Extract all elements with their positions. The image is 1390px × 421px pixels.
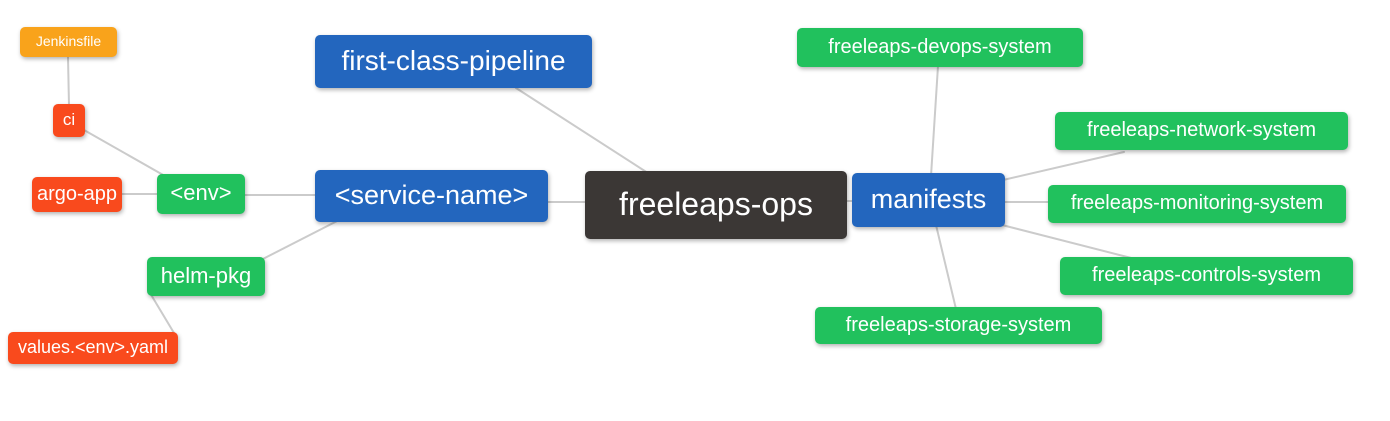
edge-service-name-to-helm-pkg	[254, 216, 346, 264]
node-label-freeleaps-devops-system: freeleaps-devops-system	[828, 35, 1052, 58]
edge-helm-pkg-to-values-env-yaml	[149, 292, 178, 339]
edge-manifests-to-freeleaps-storage-system	[935, 224, 957, 310]
node-freeleaps-storage-system[interactable]: freeleaps-storage-system	[815, 307, 1102, 344]
edge-manifests-to-freeleaps-devops-system	[930, 65, 939, 177]
node-label-first-class-pipeline: first-class-pipeline	[341, 44, 566, 76]
node-freeleaps-monitoring-system[interactable]: freeleaps-monitoring-system	[1048, 185, 1346, 223]
node-service-name[interactable]: <service-name>	[315, 170, 548, 222]
node-manifests[interactable]: manifests	[852, 173, 1005, 227]
edge-ci-to-env	[83, 129, 173, 181]
node-label-argo-app: argo-app	[36, 182, 118, 205]
node-label-ci: ci	[62, 110, 76, 129]
node-label-freeleaps-controls-system: freeleaps-controls-system	[1092, 264, 1321, 286]
node-label-env: <env>	[170, 180, 232, 205]
node-label-jenkinsfile: Jenkinsfile	[35, 33, 102, 49]
node-label-freeleaps-storage-system: freeleaps-storage-system	[845, 313, 1072, 336]
node-label-freeleaps-ops: freeleaps-ops	[619, 186, 813, 222]
node-env[interactable]: <env>	[157, 174, 245, 214]
node-label-values-env-yaml: values.<env>.yaml	[17, 337, 169, 357]
node-ci[interactable]: ci	[53, 104, 85, 137]
node-label-freeleaps-monitoring-system: freeleaps-monitoring-system	[1070, 192, 1324, 214]
node-label-helm-pkg: helm-pkg	[160, 262, 252, 288]
node-jenkinsfile[interactable]: Jenkinsfile	[20, 27, 117, 57]
node-label-manifests: manifests	[870, 183, 987, 214]
node-label-service-name: <service-name>	[334, 179, 529, 210]
node-first-class-pipeline[interactable]: first-class-pipeline	[315, 35, 592, 88]
node-helm-pkg[interactable]: helm-pkg	[147, 257, 265, 296]
edge-jenkinsfile-to-ci	[67, 56, 70, 107]
node-freeleaps-ops[interactable]: freeleaps-ops	[585, 171, 847, 239]
node-values-env-yaml[interactable]: values.<env>.yaml	[8, 332, 178, 364]
node-argo-app[interactable]: argo-app	[32, 177, 122, 212]
node-freeleaps-network-system[interactable]: freeleaps-network-system	[1055, 112, 1348, 150]
edge-manifests-to-freeleaps-controls-system	[1001, 224, 1144, 262]
node-label-freeleaps-network-system: freeleaps-network-system	[1087, 119, 1316, 141]
edge-first-class-pipeline-to-freeleaps-ops	[515, 87, 652, 176]
node-freeleaps-devops-system[interactable]: freeleaps-devops-system	[797, 28, 1083, 67]
edge-manifests-to-freeleaps-network-system	[1002, 151, 1125, 181]
node-freeleaps-controls-system[interactable]: freeleaps-controls-system	[1060, 257, 1353, 295]
